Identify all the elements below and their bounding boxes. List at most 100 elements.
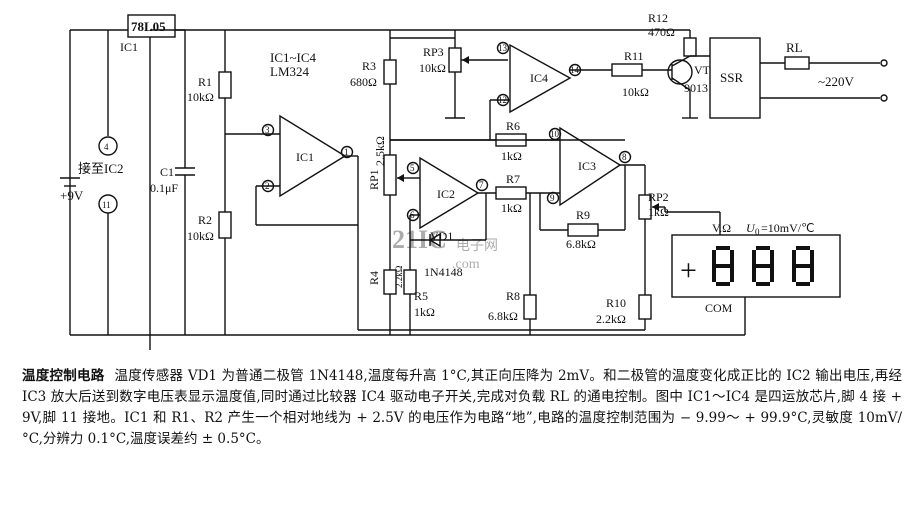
ic2-pin5: 5 <box>410 163 415 173</box>
r6-name: R6 <box>506 119 520 133</box>
figure-caption: 温度控制电路温度传感器 VD1 为普通二极管 1N4148,温度每升高 1°C,… <box>22 366 902 450</box>
mains-label: ~220V <box>818 74 855 89</box>
r11-name: R11 <box>624 49 644 63</box>
r9-name: R9 <box>576 208 590 222</box>
digit-1-segment-1 <box>716 246 730 250</box>
to-ic2-label: 接至IC2 <box>78 161 124 176</box>
r5-value: 1kΩ <box>414 305 435 319</box>
op-amp-ic2: IC2 5 6 7 VD1 1N4148 R5 1kΩ <box>403 156 496 335</box>
r12-value: 470Ω <box>648 25 675 39</box>
ic-type-label: LM324 <box>270 64 310 79</box>
digit-2-segment-5 <box>752 266 756 282</box>
watermark-domain: .com <box>452 257 480 272</box>
r4-name: R4 <box>367 271 381 285</box>
digit-1-segment-2 <box>730 250 734 266</box>
digit-2-segment-4 <box>756 282 770 286</box>
digit-1-segment-7 <box>716 264 730 268</box>
rp2-value: 1kΩ <box>648 205 669 219</box>
r2-name: R2 <box>198 213 212 227</box>
r3-value: 680Ω <box>350 75 377 89</box>
ic2-pin6: 6 <box>410 210 415 220</box>
op-amp-ic3: IC3 10 9 8 R9 6.8kΩ RP2 1kΩ R10 2.2kΩ <box>539 126 669 330</box>
digital-voltmeter: V.Ω U 0 =10mV/℃ + COM <box>665 211 841 335</box>
ic1-label: IC1 <box>296 150 314 164</box>
c1-value: 0.1μF <box>150 181 178 195</box>
meter-u0-symbol: U <box>746 221 756 235</box>
vd1-name: VD1 <box>430 229 453 243</box>
capacitor-c1: C1 0.1μF <box>150 29 195 335</box>
ic4-pin12: 12 <box>498 95 507 105</box>
meter-com-label: COM <box>705 301 733 315</box>
digit-3-segment-5 <box>792 266 796 282</box>
digit-3-segment-4 <box>796 282 810 286</box>
meter-input-label: V.Ω <box>712 221 731 235</box>
r9-value: 6.8kΩ <box>566 237 596 251</box>
digit-3-segment-3 <box>810 266 814 282</box>
r5-name: R5 <box>414 289 428 303</box>
digit-1-segment-5 <box>712 266 716 282</box>
ic1-pin2: 2 <box>265 181 270 191</box>
ic2-pin7: 7 <box>479 180 484 190</box>
rp3-name: RP3 <box>423 45 444 59</box>
r3-name: R3 <box>362 59 376 73</box>
rp1-value: 2.5kΩ <box>373 136 387 166</box>
ic1-pin1: 1 <box>344 147 349 157</box>
meter-u0-value: =10mV/℃ <box>761 221 815 235</box>
ic4-label: IC4 <box>530 71 548 85</box>
digit-3-segment-1 <box>796 246 810 250</box>
output-stage: SSR R11 10kΩ R12 470Ω VT 9013 RL ~220V <box>611 11 888 119</box>
vt-value: 9013 <box>684 81 708 95</box>
ic1-pin3: 3 <box>265 125 270 135</box>
r8-value: 6.8kΩ <box>488 309 518 323</box>
digit-2-segment-2 <box>770 250 774 266</box>
digit-1-segment-4 <box>716 282 730 286</box>
temperature-control-schematic: +9V 接至IC2 78L05 IC1 4 11 C1 0.1μF R1 10k… <box>60 11 888 350</box>
watermark: 21IC 电子网 .com <box>392 225 498 272</box>
rp1-name: RP1 <box>367 169 381 190</box>
ic-range-label: IC1~IC4 <box>270 50 317 65</box>
ic3-pin8: 8 <box>622 152 627 162</box>
digit-3-segment-2 <box>810 250 814 266</box>
battery-voltage-label: +9V <box>60 188 84 203</box>
ic4-pin14: 14 <box>570 65 580 75</box>
digit-3-segment-6 <box>792 250 796 266</box>
watermark-chinese: 电子网 <box>456 238 498 254</box>
ic4-pin13: 13 <box>498 43 508 53</box>
r7-value: 1kΩ <box>501 201 522 215</box>
ic3-label: IC3 <box>578 159 596 173</box>
r7-name: R7 <box>506 172 520 186</box>
r4-value: 2.2kΩ <box>394 265 404 288</box>
pin11-label: 11 <box>102 200 111 210</box>
ssr-label: SSR <box>720 70 743 85</box>
digit-1-segment-6 <box>712 250 716 266</box>
digit-2-segment-7 <box>756 264 770 268</box>
ic3-pin10: 10 <box>550 129 560 139</box>
r1-value: 10kΩ <box>187 90 214 104</box>
ic2-label: IC2 <box>437 187 455 201</box>
digit-2-segment-1 <box>756 246 770 250</box>
digit-2-segment-3 <box>770 266 774 282</box>
digit-1-segment-3 <box>730 266 734 282</box>
watermark-number: 21IC <box>392 225 447 254</box>
digit-2-segment-6 <box>752 250 756 266</box>
r10-value: 2.2kΩ <box>596 312 626 326</box>
ic3-pin9: 9 <box>550 193 555 203</box>
op-amp-ic1: IC1 3 2 1 <box>255 114 645 331</box>
r8-name: R8 <box>506 289 520 303</box>
rp3-value: 10kΩ <box>419 61 446 75</box>
meter-sign: + <box>680 254 697 287</box>
regulator-ref-label: IC1 <box>120 40 138 54</box>
potentiometer-rp3: RP3 10kΩ <box>390 30 508 119</box>
r2-value: 10kΩ <box>187 229 214 243</box>
vt-name: VT <box>694 63 711 77</box>
r11-value: 10kΩ <box>622 85 649 99</box>
pin4-label: 4 <box>104 142 109 152</box>
supply-pin-markers: 4 11 <box>98 30 118 335</box>
r12-name: R12 <box>648 11 668 25</box>
c1-name: C1 <box>160 165 174 179</box>
meter-digits <box>712 246 814 286</box>
resistors-r6-r7: R6 1kΩ R7 1kΩ R8 6.8kΩ <box>390 119 560 335</box>
caption-title: 温度控制电路 <box>22 368 105 384</box>
meter-u0-subscript: 0 <box>755 227 760 237</box>
digit-3-segment-7 <box>796 264 810 268</box>
